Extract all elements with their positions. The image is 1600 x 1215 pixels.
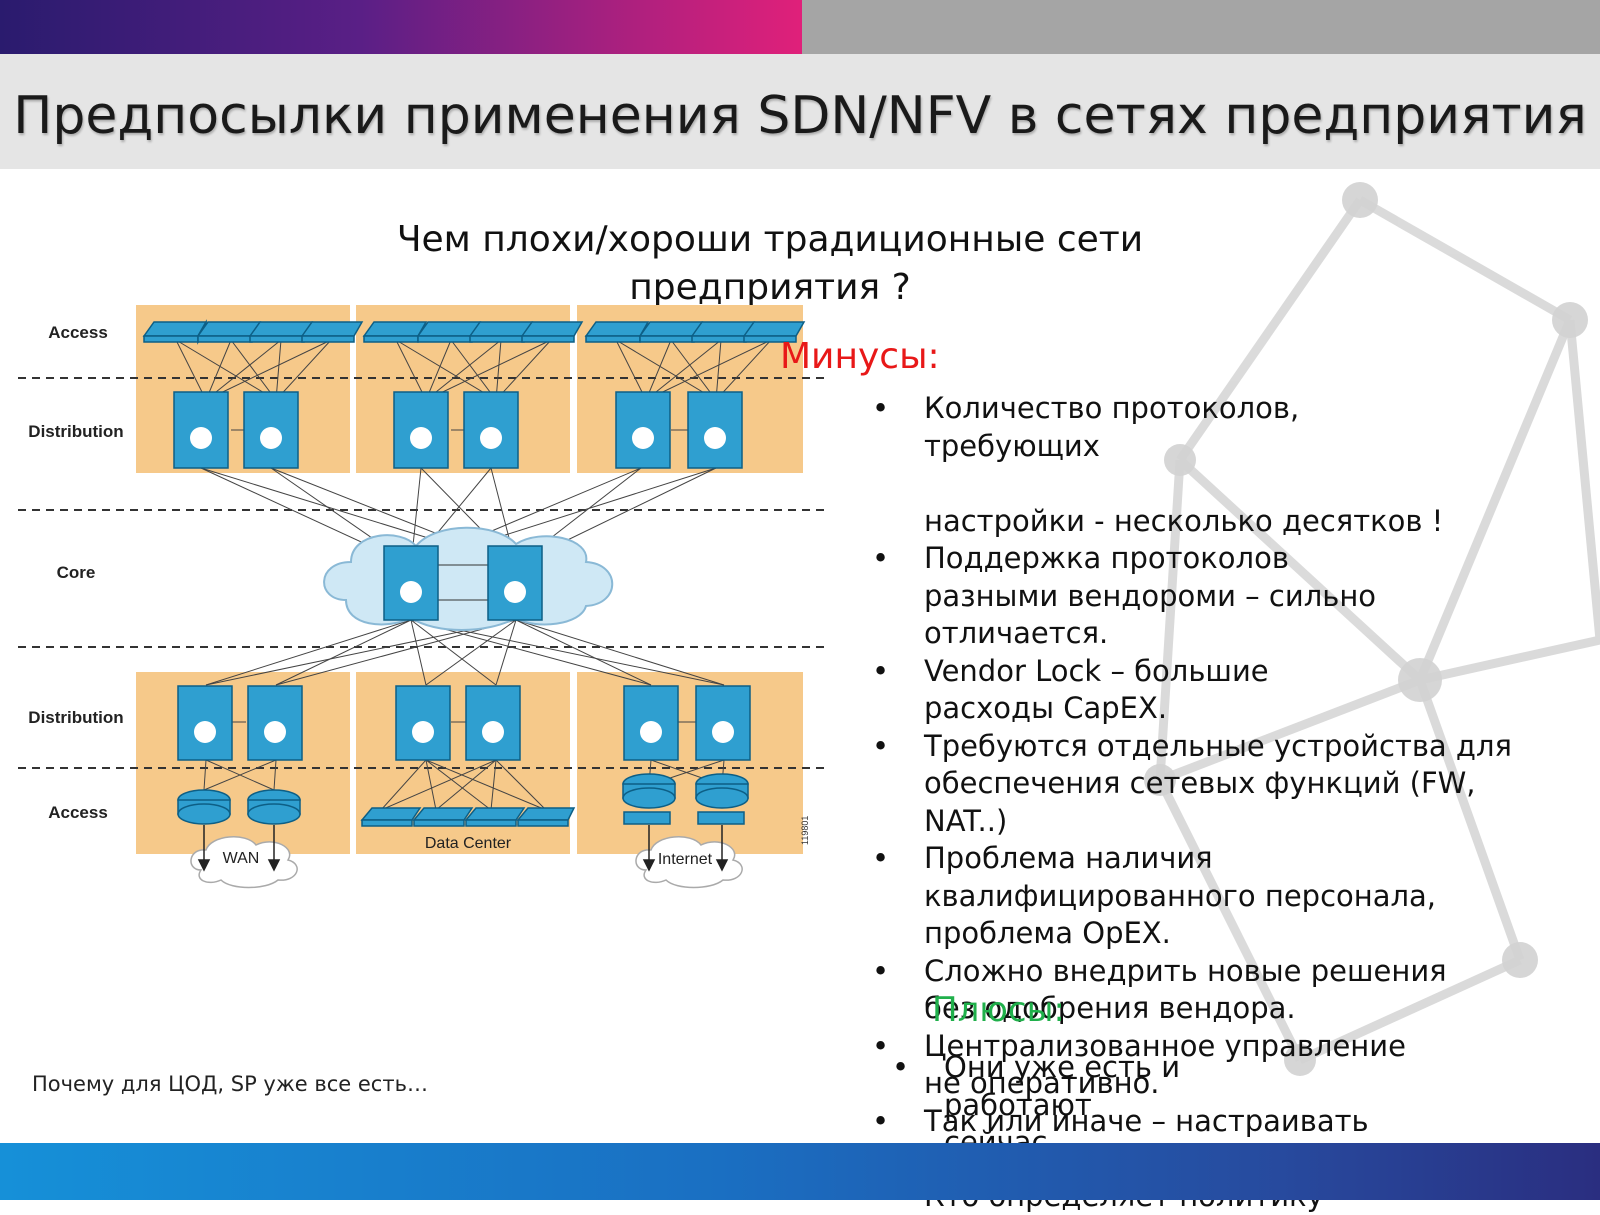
minus-item-line: Количество протоколов, bbox=[924, 390, 1512, 428]
top-accent-bar bbox=[0, 0, 802, 54]
minus-item-line: квалифицированного персонала, bbox=[924, 878, 1512, 916]
bullet-icon: • bbox=[872, 1028, 889, 1066]
bullet-icon: • bbox=[872, 1103, 889, 1141]
layer-label-distribution-bottom: Distribution bbox=[28, 708, 123, 727]
data-center-switches bbox=[362, 808, 574, 826]
minus-item: • Количество протоколов,требующих настройк… bbox=[872, 390, 1512, 540]
minus-item-line bbox=[924, 465, 1512, 503]
bullet-icon: • bbox=[872, 390, 889, 428]
bullet-icon: • bbox=[872, 840, 889, 878]
minus-item-line: проблема OpEX. bbox=[924, 915, 1512, 953]
plus-heading: Плюсы: bbox=[932, 990, 1065, 1030]
bullet-icon: • bbox=[872, 653, 889, 691]
minus-item-line: обеспечения сетевых функций (FW, bbox=[924, 765, 1512, 803]
network-topology-diagram: Access Distribution Core Distribution Ac… bbox=[16, 300, 830, 910]
minus-item-line: Поддержка протоколов bbox=[924, 540, 1512, 578]
minus-item-line: NAT..) bbox=[924, 803, 1512, 841]
slide-subtitle: Чем плохи/хороши традиционные сети предп… bbox=[360, 216, 1180, 312]
bullet-icon: • bbox=[872, 728, 889, 766]
minus-item-line: разными вендороми – сильно bbox=[924, 578, 1512, 616]
bullet-icon: • bbox=[892, 1049, 909, 1087]
minus-item-line: отличается. bbox=[924, 615, 1512, 653]
cloud-label-internet: Internet bbox=[658, 851, 713, 868]
minus-item-line: Проблема наличия bbox=[924, 840, 1512, 878]
figure-id: 119801 bbox=[800, 816, 810, 845]
bullet-icon: • bbox=[872, 540, 889, 578]
layer-label-access-bottom: Access bbox=[48, 803, 108, 822]
slide-title: Предпосылки применения SDN/NFV в сетях п… bbox=[0, 84, 1600, 148]
core-cloud bbox=[324, 528, 612, 630]
cloud-label-wan: WAN bbox=[223, 850, 260, 867]
layer-label-access-top: Access bbox=[48, 323, 108, 342]
layer-label-distribution-top: Distribution bbox=[28, 422, 123, 441]
plus-item-line: Они уже есть и работают bbox=[944, 1049, 1332, 1124]
minus-heading: Минусы: bbox=[780, 336, 940, 377]
minus-item-line: Vendor Lock – большие bbox=[924, 653, 1512, 691]
layer-label-core: Core bbox=[57, 563, 96, 582]
minus-item-line: Сложно внедрить новые решения bbox=[924, 953, 1512, 991]
top-grey-bar bbox=[802, 0, 1600, 54]
bullet-icon: • bbox=[872, 953, 889, 991]
footer-note: Почему для ЦОД, SP уже все есть… bbox=[32, 1072, 428, 1096]
minus-item-line: Требуются отдельные устройства для bbox=[924, 728, 1512, 766]
access-switches-top bbox=[144, 322, 804, 342]
minus-item-line: расходы CapEX. bbox=[924, 690, 1512, 728]
bottom-accent-bar bbox=[0, 1143, 1600, 1200]
minus-item-line: настройки - несколько десятков ! bbox=[924, 503, 1512, 541]
cloud-label-data-center: Data Center bbox=[425, 835, 512, 852]
minus-item-line: требующих bbox=[924, 428, 1512, 466]
